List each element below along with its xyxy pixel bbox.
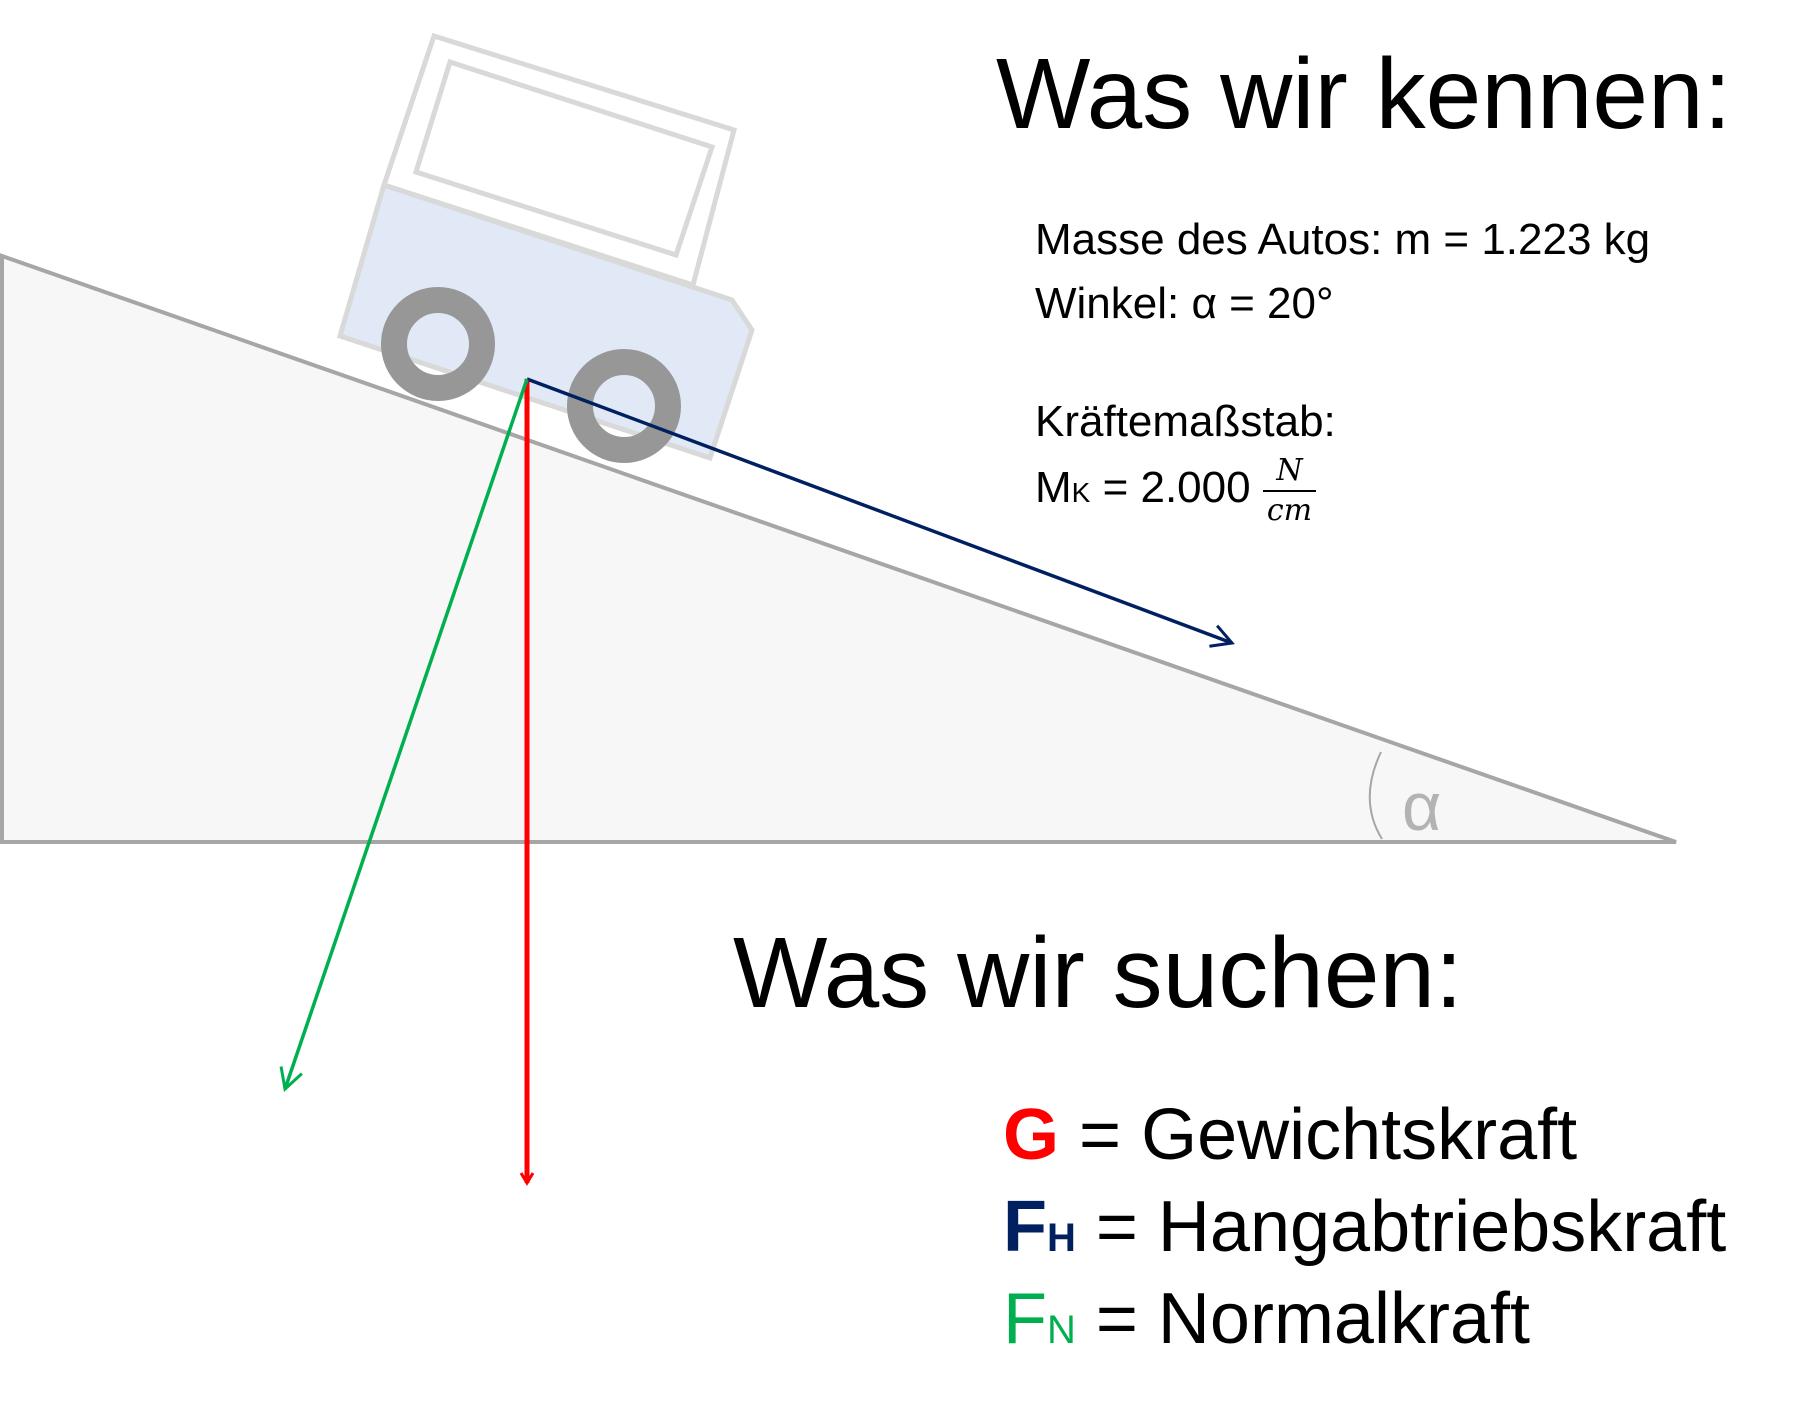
legend-item-downhill: FH = Hangabtriebskraft bbox=[1003, 1191, 1726, 1263]
inclined-plane bbox=[0, 253, 1677, 844]
legend-text: = Hangabtriebskraft bbox=[1075, 1187, 1727, 1267]
sought-heading: Was wir suchen: bbox=[733, 917, 1463, 1029]
angle-line: Winkel: α = 20° bbox=[1035, 279, 1334, 328]
rear-wheel bbox=[381, 287, 495, 401]
car bbox=[336, 32, 755, 463]
legend-symbol: F bbox=[1003, 1279, 1047, 1359]
normal-force-arrow bbox=[279, 378, 529, 1092]
legend-subscript: H bbox=[1046, 1216, 1076, 1260]
angle-arc bbox=[1368, 751, 1383, 840]
legend-symbol: G bbox=[1003, 1095, 1060, 1175]
force-scale-label: Kräftemaßstab: bbox=[1035, 397, 1336, 446]
legend-item-normal: FN = Normalkraft bbox=[1003, 1283, 1530, 1355]
force-scale-subscript: K bbox=[1071, 477, 1091, 509]
mass-line: Masse des Autos: m = 1.223 kg bbox=[1035, 215, 1651, 264]
legend-symbol: F bbox=[1003, 1187, 1047, 1267]
force-scale-symbol: M bbox=[1035, 463, 1072, 513]
force-scale-unit-numerator: N bbox=[1262, 452, 1317, 492]
force-scale-value: = 2.000 bbox=[1090, 463, 1263, 513]
downhill-force-arrow bbox=[526, 377, 1235, 648]
legend-text: = Normalkraft bbox=[1075, 1279, 1530, 1359]
force-scale-unit-denominator: cm bbox=[1266, 492, 1313, 528]
legend-text: = Gewichtskraft bbox=[1059, 1095, 1578, 1175]
angle-symbol: α bbox=[1402, 769, 1441, 845]
car-window bbox=[412, 58, 716, 259]
legend-subscript: N bbox=[1046, 1308, 1076, 1352]
front-wheel bbox=[567, 349, 681, 463]
car-body bbox=[336, 181, 755, 462]
legend-item-weight: G = Gewichtskraft bbox=[1003, 1099, 1577, 1171]
known-heading: Was wir kennen: bbox=[996, 38, 1732, 150]
